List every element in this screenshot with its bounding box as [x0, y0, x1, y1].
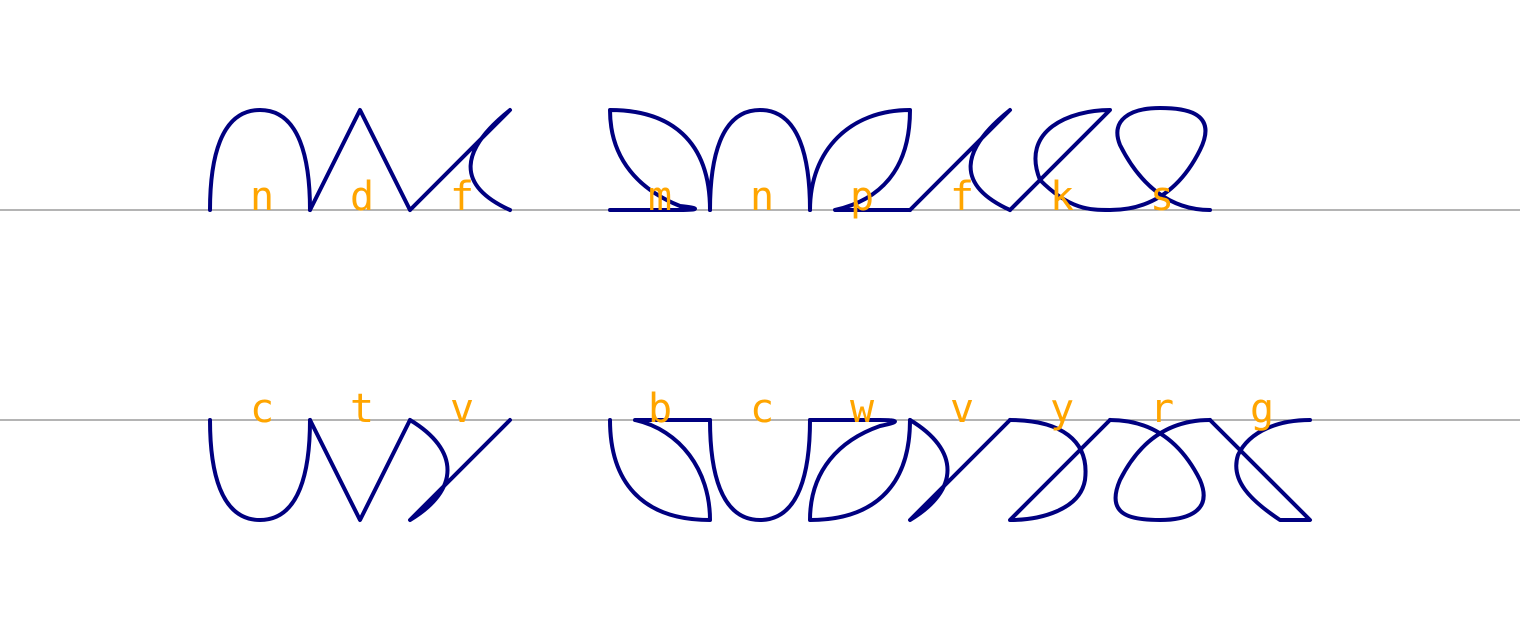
letter-label: n	[750, 174, 774, 220]
word-bottom-1: c t v	[208, 386, 512, 522]
letter-label: f	[450, 174, 474, 220]
letter-label: r	[1150, 386, 1174, 432]
glyph-v	[408, 418, 512, 522]
glyph-r	[1108, 418, 1212, 522]
glyph-n	[208, 108, 312, 212]
glyph-m	[608, 108, 712, 212]
word-top-1: n d f	[208, 108, 512, 220]
letter-label: p	[850, 174, 874, 220]
row-top: n d f m n p f k s	[208, 106, 1212, 220]
glyph-c	[208, 418, 312, 522]
row-bottom: c t v b c w v y r g	[208, 386, 1312, 522]
letter-label: y	[1050, 386, 1074, 432]
glyph-n	[708, 108, 812, 212]
word-bottom-2: b c w v y r g	[608, 386, 1312, 522]
glyph-y	[1008, 418, 1112, 522]
letter-label: d	[350, 174, 374, 220]
letter-label: t	[350, 386, 374, 432]
glyph-p	[808, 108, 912, 212]
letter-label: n	[250, 174, 274, 220]
word-top-2: m n p f k s	[608, 106, 1212, 220]
glyph-k	[1008, 108, 1112, 212]
letter-label: v	[450, 386, 474, 432]
glyph-f	[908, 108, 1012, 212]
letter-label: g	[1250, 386, 1274, 432]
glyph-d	[308, 108, 412, 212]
glyph-t	[308, 418, 412, 522]
letter-label: f	[950, 174, 974, 220]
letter-label: c	[250, 386, 274, 432]
glyph-f	[408, 108, 512, 212]
glyph-c	[708, 418, 812, 522]
letter-label: b	[648, 386, 672, 432]
glyph-b	[608, 418, 712, 522]
letter-label: m	[648, 174, 672, 220]
glyph-s	[1108, 106, 1212, 212]
letter-label: k	[1050, 174, 1074, 220]
glyph-v	[908, 418, 1012, 522]
letter-label: w	[850, 386, 875, 432]
glyph-g	[1208, 418, 1312, 522]
letter-label: s	[1150, 174, 1174, 220]
glyph-w	[808, 418, 912, 522]
letter-label: c	[750, 386, 774, 432]
letter-label: v	[950, 386, 974, 432]
